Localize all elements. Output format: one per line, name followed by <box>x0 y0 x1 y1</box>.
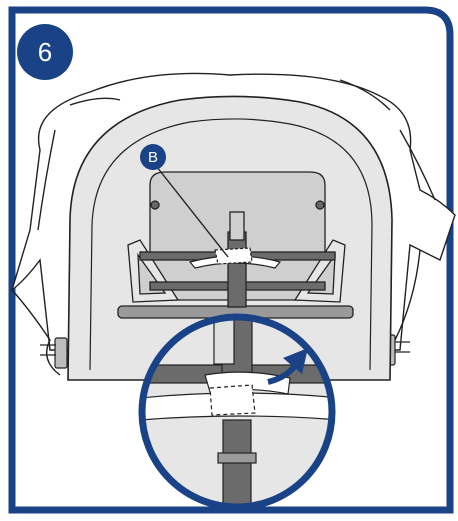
callout-label: B <box>148 149 158 166</box>
curved-arrow-icon <box>267 348 308 385</box>
callout-b: B <box>140 144 229 258</box>
step-number: 6 <box>38 37 52 67</box>
left-buckle <box>40 337 68 369</box>
zoom-detail <box>138 313 336 511</box>
step-frame <box>8 6 454 514</box>
step-badge: 6 <box>17 24 73 80</box>
strap-icon <box>204 371 291 416</box>
